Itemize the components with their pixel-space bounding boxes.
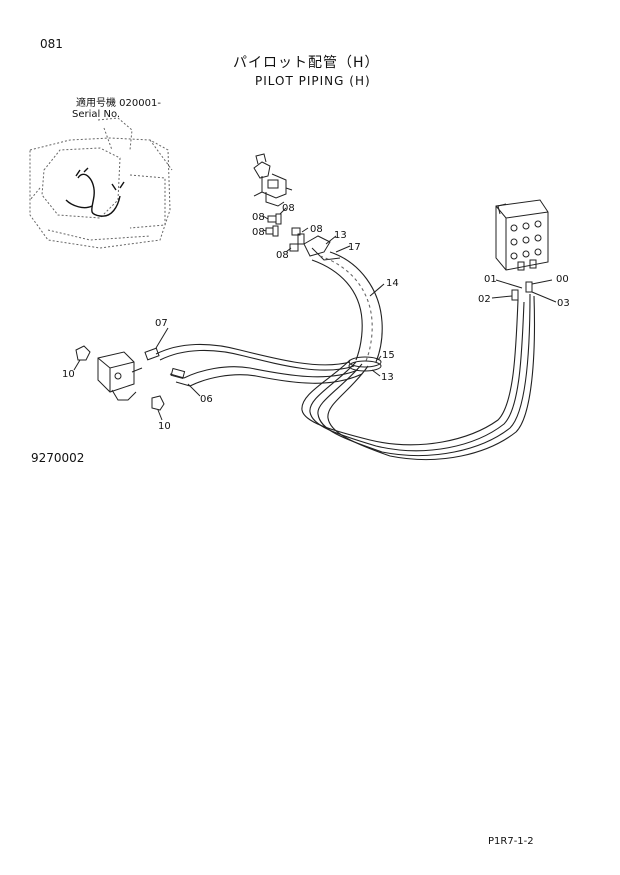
callout-17: 17: [348, 242, 361, 253]
hose-clamp-13-17: [303, 235, 351, 261]
callout-08: 08: [252, 212, 265, 223]
shuttle-valve-block: [97, 351, 143, 401]
callout-08: 08: [276, 250, 289, 261]
callout-13: 13: [334, 230, 347, 241]
hose-bundle-left: [155, 343, 363, 387]
hose-bundle-right: [301, 293, 536, 461]
hose-07-end: [144, 327, 169, 361]
control-valve: [495, 199, 549, 271]
fitting-10-bottom: [151, 395, 165, 421]
callout-01: 01: [484, 274, 497, 285]
fitting-group-08: [262, 207, 309, 253]
serial-label-english: Serial No.: [72, 109, 121, 120]
fittings-00-03: [491, 279, 557, 303]
title-english: PILOT PIPING (H): [255, 74, 371, 88]
serial-label-japanese: 適用号機 020001-: [76, 98, 161, 109]
callout-08: 08: [282, 203, 295, 214]
callout-10: 10: [158, 421, 171, 432]
hose-06-end: [170, 367, 201, 397]
fitting-10-left: [73, 345, 91, 371]
callout-00: 00: [556, 274, 569, 285]
callout-02: 02: [478, 294, 491, 305]
callout-08: 08: [310, 224, 323, 235]
callout-15: 15: [382, 350, 395, 361]
location-sketch-harness: [65, 167, 125, 217]
band-clamp-15: [348, 355, 382, 377]
callout-06: 06: [200, 394, 213, 405]
callout-10: 10: [62, 369, 75, 380]
pilot-valve: [253, 153, 293, 207]
title-japanese: パイロット配管（H）: [233, 55, 380, 71]
callout-07: 07: [155, 318, 168, 329]
hose-protector-14: [311, 251, 385, 363]
callout-14: 14: [386, 278, 399, 289]
callout-03: 03: [557, 298, 570, 309]
figure-number: 9270002: [31, 451, 85, 465]
callout-13: 13: [381, 372, 394, 383]
footer-code: P1R7-1-2: [488, 836, 534, 847]
callout-08: 08: [252, 227, 265, 238]
page-number: 081: [40, 37, 63, 51]
machine-location-sketch: [29, 117, 173, 249]
